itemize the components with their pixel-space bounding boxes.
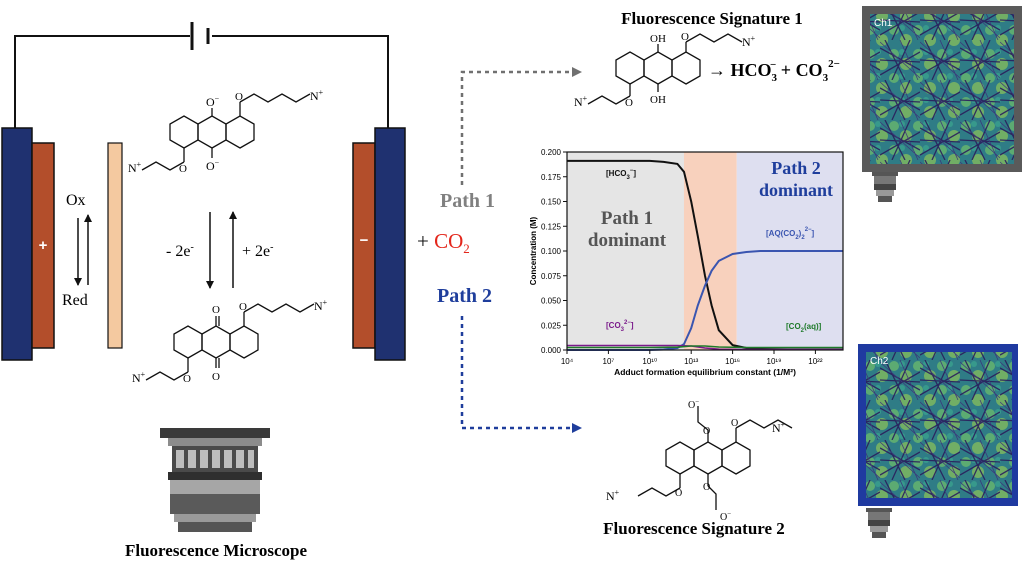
- quinone-carbonyl-bottom: O: [212, 371, 220, 383]
- region1-label-line2: dominant: [588, 230, 667, 251]
- microscope-label: Fluorescence Microscope: [125, 541, 308, 560]
- sig1-ether-o-bottom: O: [625, 97, 633, 109]
- y-tick-label: 0.200: [541, 148, 562, 157]
- ch2-fluorescence-image: [858, 344, 1018, 506]
- electrochemical-cell: + − Ox Red - 2e- + 2e-: [1, 22, 406, 361]
- x-tick-label: 10⁴: [561, 357, 574, 366]
- quinone-nplus-left: N+: [132, 370, 146, 385]
- microscope-objective-icon: [160, 428, 270, 532]
- series-line-4: [567, 345, 843, 349]
- quinone-ether-o-bottom: O: [183, 373, 191, 385]
- plus-co2-label: + CO2: [417, 229, 470, 256]
- series-label-co2aq: [CO2(aq)]: [786, 322, 822, 334]
- series-label-aq-co2: [AQ(CO2)22−]: [766, 227, 815, 241]
- hydroquinone-molecule: [587, 33, 743, 105]
- x-tick-label: 10⁷: [603, 357, 615, 366]
- adduct-carboxylate-bottom: O−: [720, 510, 731, 523]
- dianion-o-top: O−: [206, 94, 220, 109]
- circuit-wire-right: [212, 35, 389, 130]
- anode-current-collector: [1, 127, 33, 361]
- sig1-oh-top: OH: [650, 33, 666, 45]
- y-axis-label: Concentration (M): [529, 216, 538, 285]
- series-line-1: [567, 159, 843, 351]
- anode-electrode: [31, 142, 55, 349]
- x-tick-label: 10¹³: [684, 357, 699, 366]
- co2-adduct-molecule: [637, 406, 793, 510]
- region3-label-line1: Path 2: [771, 158, 821, 178]
- red-label: Red: [62, 292, 88, 309]
- plus-2e-label: + 2e-: [242, 242, 273, 260]
- ch1-label: Ch1: [874, 18, 893, 29]
- x-axis-label: Adduct formation equilibrium constant (1…: [614, 367, 796, 377]
- dianion-ether-o-bottom: O: [179, 163, 187, 175]
- y-tick-label: 0.000: [541, 346, 562, 355]
- dianion-nplus-right: N+: [310, 88, 324, 103]
- small-objective-icon-1: [872, 172, 898, 202]
- x-tick-label: 10¹⁹: [767, 357, 782, 366]
- y-tick-label: 0.100: [541, 247, 562, 256]
- x-tick-label: 10¹⁰: [642, 357, 657, 366]
- y-tick-label: 0.175: [541, 173, 562, 182]
- y-tick-label: 0.125: [541, 222, 562, 231]
- adduct-ether-o-top: O: [731, 418, 738, 429]
- sig1-nplus-left: N+: [574, 94, 588, 109]
- sig1-ether-o-top: O: [681, 31, 689, 43]
- path2-label: Path 2: [437, 285, 492, 307]
- sig1-products: → HCO3− + CO32−: [708, 58, 840, 84]
- adduct-carboxylate-top: O−: [688, 398, 699, 411]
- signature2-title: Fluorescence Signature 2: [603, 519, 785, 538]
- reduced-anthraquinone-molecule: [141, 93, 311, 171]
- region1-label-line1: Path 1: [601, 208, 653, 229]
- ox-label: Ox: [66, 192, 86, 209]
- dianion-nplus-left: N+: [128, 160, 142, 175]
- adduct-o-bottom: O: [703, 482, 710, 493]
- chart-region-1: [567, 152, 684, 350]
- quinone-carbonyl-top: O: [212, 304, 220, 316]
- quinone-nplus-right: N+: [314, 298, 328, 313]
- anode-sign: +: [39, 237, 48, 254]
- membrane: [107, 142, 123, 349]
- series-label-hco3: [HCO3−]: [606, 168, 636, 181]
- sig1-nplus-right: N+: [742, 34, 756, 49]
- x-tick-label: 10²²: [808, 357, 823, 366]
- region3-label-line2: dominant: [759, 180, 833, 200]
- oxidized-anthraquinone-molecule: [145, 303, 315, 381]
- adduct-nplus-right: N+: [772, 420, 786, 435]
- ch2-label: Ch2: [870, 356, 889, 367]
- path2-dashed-arrow: [460, 316, 582, 433]
- dianion-o-bottom: O−: [206, 158, 220, 173]
- series-label-co3: [CO32−]: [606, 320, 634, 333]
- signature1-title: Fluorescence Signature 1: [621, 9, 803, 28]
- ch1-fluorescence-image: [862, 6, 1022, 172]
- x-tick-label: 10¹⁶: [725, 357, 740, 366]
- y-tick-label: 0.150: [541, 198, 562, 207]
- quinone-ether-o-top: O: [239, 301, 247, 313]
- path1-label: Path 1: [440, 190, 495, 212]
- circuit-wire-left: [14, 35, 190, 130]
- cathode-current-collector: [374, 127, 406, 361]
- adduct-ether-o-bottom: O: [675, 488, 682, 499]
- dianion-ether-o-top: O: [235, 91, 243, 103]
- adduct-nplus-left: N+: [606, 488, 620, 503]
- minus-2e-label: - 2e-: [166, 242, 194, 260]
- adduct-o-top: O: [703, 426, 710, 437]
- y-tick-label: 0.025: [541, 321, 562, 330]
- cathode-sign: −: [360, 232, 369, 249]
- y-tick-label: 0.075: [541, 272, 562, 281]
- path1-dashed-arrow: [460, 67, 582, 185]
- y-tick-label: 0.050: [541, 297, 562, 306]
- chart-region-2: [683, 152, 737, 350]
- sig1-oh-bottom: OH: [650, 94, 666, 106]
- small-objective-icon-2: [866, 508, 892, 538]
